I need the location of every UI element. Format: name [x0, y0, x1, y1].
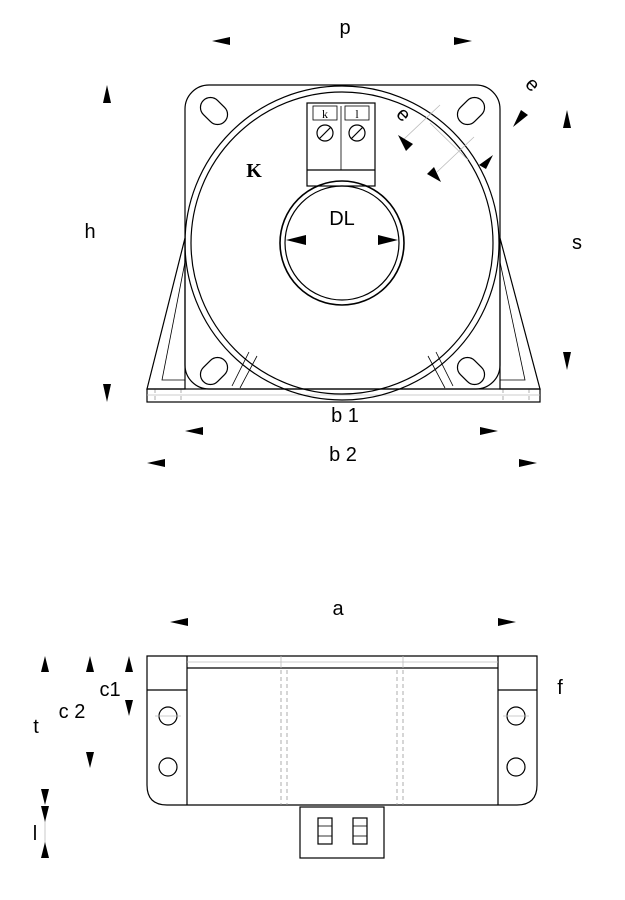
strut-left-b: [239, 355, 258, 389]
dim-b2-arrow-left: [147, 459, 165, 467]
terminal-l-screw-slot: [350, 126, 364, 140]
dim-b1-label: b 1: [331, 405, 359, 427]
front-view: k l K DL e e p h s b 1 b 2: [84, 17, 582, 467]
slot-top-left: [199, 96, 229, 126]
dim-a-arrow-right: [498, 618, 516, 626]
dim-p-arrow-right: [454, 37, 472, 45]
window-outer: [279, 180, 405, 306]
dim-l-label: l: [33, 823, 37, 845]
dim-c2-arrow-top: [86, 656, 94, 672]
dim-l-arrow-bottom: [41, 842, 49, 858]
dim-e-arrow-4: [513, 110, 528, 127]
dim-c1-arrow-top: [125, 656, 133, 672]
side-terminal-k: [317, 817, 333, 845]
dim-e-arrow-2: [427, 167, 441, 182]
dim-s-label: s: [572, 232, 582, 254]
terminal-k-label: k: [322, 107, 328, 121]
dim-s-arrow-bottom: [563, 352, 571, 370]
body-label-k: K: [246, 160, 262, 182]
slot-bottom-left: [199, 356, 229, 386]
dim-h-label: h: [84, 221, 95, 243]
side-view: a f c1 c 2 t l: [33, 598, 563, 859]
dim-c2-arrow-bottom: [86, 752, 94, 768]
dim-b2-arrow-right: [519, 459, 537, 467]
terminal-k-box: [312, 105, 338, 121]
dim-t-arrow-bottom: [41, 789, 49, 805]
dim-e-ext-2: [436, 136, 475, 173]
dim-c1-arrow-bottom: [125, 700, 133, 716]
toroid-outer-ring: [184, 85, 500, 401]
dim-e-outer-label: e: [521, 73, 544, 96]
dim-e-line: [429, 122, 469, 161]
dim-t-arrow-top: [41, 656, 49, 672]
terminal-l-label: l: [355, 107, 359, 121]
dim-b2-label: b 2: [329, 444, 357, 466]
strut-right-b: [427, 355, 446, 389]
dim-p-label: p: [339, 17, 350, 39]
dim-b1-arrow-left: [185, 427, 203, 435]
dim-e-arrow-1: [398, 135, 413, 151]
terminal-l-screw-icon: [348, 124, 366, 142]
dim-h-arrow-bottom: [103, 384, 111, 402]
dim-a-arrow-left: [170, 618, 188, 626]
slot-top-right: [456, 96, 486, 126]
side-hole-right-bottom: [506, 757, 526, 777]
dim-b1-arrow-right: [480, 427, 498, 435]
dim-c1-label: c1: [99, 679, 120, 701]
dim-a-label: a: [332, 598, 344, 620]
dim-t-label: t: [33, 716, 39, 738]
dim-p-arrow-left: [212, 37, 230, 45]
dim-dl-arrow-right: [378, 235, 398, 245]
strut-left-a: [231, 351, 250, 387]
dim-c2-label: c 2: [59, 701, 86, 723]
side-hole-left-bottom: [158, 757, 178, 777]
slot-bottom-right: [456, 356, 486, 386]
dim-f-label: f: [557, 677, 563, 699]
dim-dl-label: DL: [329, 208, 355, 230]
terminal-k-screw-slot: [318, 126, 332, 140]
left-bracket: [146, 237, 186, 390]
left-bracket-inner: [161, 261, 186, 381]
dim-h-arrow-top: [103, 85, 111, 103]
side-body-outline: [146, 655, 538, 806]
terminal-l-box: [344, 105, 370, 121]
dim-e-ext-1: [402, 104, 441, 141]
dim-dl-arrow-left: [286, 235, 306, 245]
terminal-block: [306, 102, 376, 187]
dim-e-arrow-3: [479, 155, 493, 169]
dim-l-arrow-top: [41, 806, 49, 822]
toroid-inner-ring: [190, 91, 494, 395]
dim-e-inner-label: e: [392, 103, 415, 126]
side-terminal-block: [299, 806, 385, 859]
strut-right-a: [435, 351, 454, 387]
right-bracket-inner: [499, 261, 526, 381]
side-terminal-l: [352, 817, 368, 845]
terminal-k-screw-icon: [316, 124, 334, 142]
right-bracket: [499, 237, 541, 390]
dim-s-arrow-top: [563, 110, 571, 128]
